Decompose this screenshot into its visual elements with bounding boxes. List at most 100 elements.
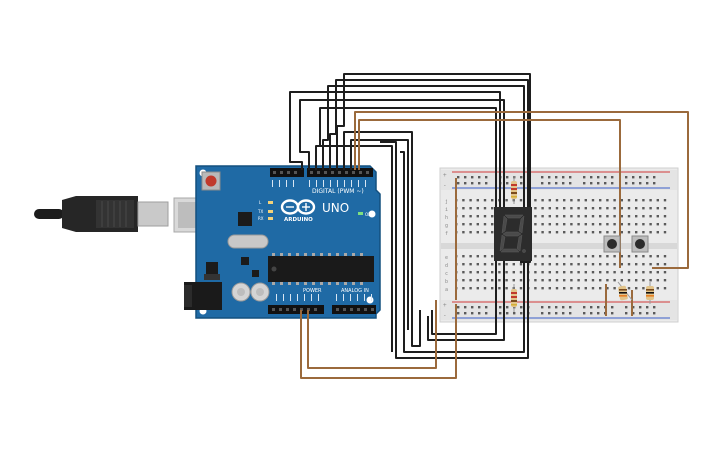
wires: [289, 73, 689, 379]
breadboard-hole: [577, 279, 580, 282]
breadboard-hole: [555, 287, 559, 290]
breadboard-hole: [627, 207, 631, 210]
breadboard-hole: [476, 231, 479, 234]
breadboard-hole: [635, 271, 638, 274]
breadboard-hole: [478, 312, 481, 315]
breadboard-hole: [584, 231, 587, 234]
breadboard-hole: [577, 215, 580, 218]
breadboard-hole: [534, 215, 537, 218]
breadboard-hole: [613, 215, 616, 218]
usb-chip: [238, 212, 252, 226]
breadboard-hole: [606, 255, 609, 258]
row-letter-g: g: [445, 223, 448, 229]
breadboard-hole: [570, 271, 573, 274]
breadboard-hole: [653, 312, 656, 315]
breadboard-hole: [548, 287, 551, 290]
resistor-top: [511, 176, 517, 204]
breadboard-hole: [656, 255, 659, 258]
power-header: [268, 305, 376, 314]
breadboard-hole: [635, 223, 638, 226]
breadboard-hole: [646, 312, 649, 315]
breadboard-hole: [555, 255, 559, 258]
breadboard-hole: [512, 263, 515, 266]
breadboard-hole: [534, 279, 537, 282]
breadboard-hole: [606, 207, 609, 210]
breadboard-hole: [570, 263, 573, 266]
breadboard-hole: [555, 223, 559, 226]
voltage-regulator: [206, 262, 218, 274]
breadboard-hole: [483, 231, 487, 234]
breadboard-hole: [462, 279, 465, 282]
breadboard-hole: [506, 176, 509, 179]
breadboard-hole: [541, 279, 544, 282]
breadboard-hole: [491, 215, 494, 218]
breadboard-hole: [534, 199, 537, 202]
breadboard-hole: [555, 312, 558, 315]
breadboard-hole: [606, 279, 609, 282]
breadboard-hole: [457, 312, 460, 315]
breadboard-hole: [646, 182, 649, 185]
small-chip-2: [241, 257, 249, 265]
breadboard-hole: [499, 306, 502, 309]
breadboard-hole: [632, 312, 635, 315]
breadboard-hole: [457, 176, 460, 179]
small-chip-3: [252, 270, 259, 277]
wire-brown-4: [307, 300, 437, 369]
breadboard-hole: [642, 215, 645, 218]
breadboard-hole: [462, 199, 465, 202]
breadboard-hole: [577, 231, 580, 234]
breadboard-hole: [534, 255, 537, 258]
breadboard-hole: [642, 223, 645, 226]
breadboard-hole: [577, 255, 580, 258]
breadboard-hole: [519, 271, 523, 274]
push-button-2[interactable]: [631, 235, 649, 253]
breadboard-hole: [620, 263, 623, 266]
breadboard-hole: [599, 279, 602, 282]
breadboard-hole: [548, 255, 551, 258]
breadboard-hole: [583, 312, 586, 315]
breadboard-hole: [599, 199, 602, 202]
row-letter-a: a: [445, 287, 448, 293]
breadboard-hole: [555, 176, 558, 179]
breadboard-hole: [653, 182, 656, 185]
breadboard-hole: [541, 287, 544, 290]
breadboard-hole: [635, 263, 638, 266]
wire-black-8: [350, 139, 409, 330]
breadboard-hole: [476, 215, 479, 218]
breadboard-hole: [620, 199, 623, 202]
breadboard-hole: [491, 223, 494, 226]
breadboard-hole: [649, 215, 652, 218]
breadboard-hole: [590, 182, 593, 185]
breadboard-hole: [597, 306, 600, 309]
breadboard-hole: [548, 199, 551, 202]
resistor-button-1: [617, 281, 633, 301]
breadboard-hole: [457, 182, 460, 185]
breadboard-hole: [505, 287, 508, 290]
breadboard-hole: [519, 279, 523, 282]
analog-header-label: ANALOG IN: [341, 288, 369, 294]
breadboard-hole: [577, 207, 580, 210]
breadboard-hole: [462, 271, 465, 274]
breadboard-hole: [649, 271, 652, 274]
breadboard-hole: [491, 231, 494, 234]
breadboard-hole: [471, 176, 474, 179]
breadboard-hole: [584, 271, 587, 274]
row-letter-e: e: [445, 255, 448, 261]
breadboard-hole: [464, 176, 467, 179]
breadboard-hole: [584, 287, 587, 290]
breadboard-hole: [541, 182, 544, 185]
breadboard-hole: [656, 231, 659, 234]
breadboard-hole: [597, 176, 600, 179]
breadboard-hole: [548, 231, 551, 234]
breadboard-hole: [577, 199, 580, 202]
breadboard-hole: [606, 223, 609, 226]
breadboard-hole: [498, 263, 501, 266]
breadboard-hole: [541, 231, 544, 234]
breadboard-hole: [606, 199, 609, 202]
push-button-1[interactable]: [603, 235, 621, 253]
row-letter-j: j: [445, 199, 448, 205]
led-tx-label: TX: [257, 209, 263, 214]
breadboard-hole: [491, 199, 494, 202]
breadboard-hole: [656, 207, 659, 210]
